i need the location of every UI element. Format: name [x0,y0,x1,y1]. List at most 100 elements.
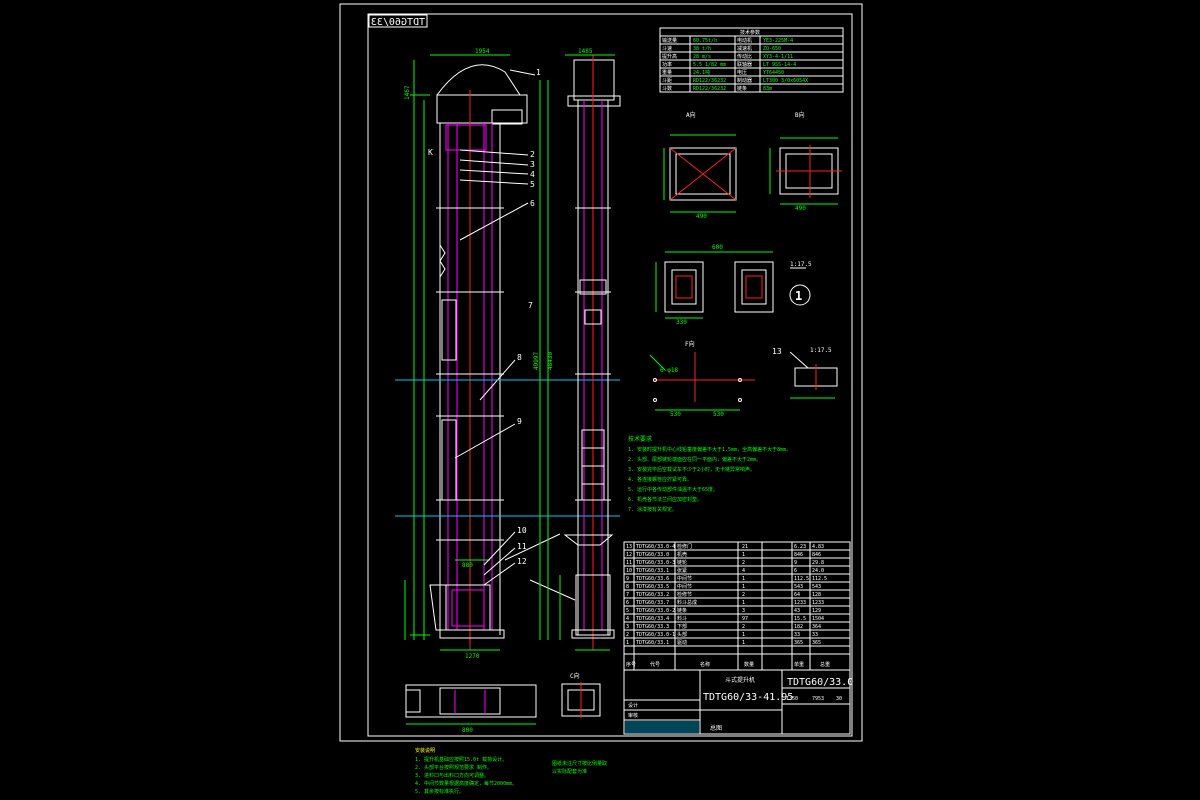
svg-text:XY3-4-1/11: XY3-4-1/11 [763,54,793,60]
part-num-7: 7 [528,301,533,310]
stamp-code: TDTG60/33 [371,17,425,28]
svg-text:中间节: 中间节 [677,583,692,590]
svg-text:2: 2 [742,592,745,598]
svg-text:60.75t/h: 60.75t/h [693,38,717,44]
svg-text:2: 2 [742,624,745,630]
leaders-left [454,69,576,601]
svg-text:1233: 1233 [812,600,824,606]
part-num-6: 6 [530,199,535,208]
svg-text:364: 364 [812,624,821,630]
svg-text:TDTG60/33.3: TDTG60/33.3 [636,624,669,630]
title-company: 斗式提升机 [725,676,755,684]
part-num-2: 2 [530,150,535,159]
svg-text:4: 4 [742,568,745,574]
notes-heading: 技术要求 [628,435,652,443]
svg-text:1: 1 [742,552,745,558]
svg-text:TDTG60/33.2: TDTG60/33.2 [636,592,669,598]
svg-text:传动比: 传动比 [737,53,752,60]
svg-text:TDTG60/33.4: TDTG60/33.4 [636,616,669,622]
svg-text:24.0: 24.0 [812,568,824,574]
bom-table [623,541,851,671]
svg-text:128: 128 [812,592,821,598]
section-views [655,251,811,319]
svg-text:1: 1 [742,576,745,582]
part-num-8: 8 [517,353,522,362]
view-f-label: F向 [685,340,695,348]
svg-text:2: 2 [626,632,629,638]
svg-text:10: 10 [626,568,632,574]
svg-text:1. 安装时提升机中心线铅垂度偏差不大于1.5mm，全高偏差: 1. 安装时提升机中心线铅垂度偏差不大于1.5mm，全高偏差不大于8mm。 [628,446,791,453]
inner-frame [367,13,853,737]
svg-text:链条: 链条 [677,607,687,614]
svg-text:1: 1 [742,640,745,646]
svg-text:TDTG60/33.0-2: TDTG60/33.0-2 [636,608,675,614]
dim-800: 800 [462,727,473,734]
title-main: TDTG60/33-41.95 [703,692,793,703]
title-checker: 审核 [628,712,638,719]
title-weight: 7953 [812,696,824,702]
svg-text:6: 6 [626,600,629,606]
svg-text:电压: 电压 [737,69,747,76]
svg-text:13: 13 [626,544,632,550]
svg-text:ZQ-650: ZQ-650 [763,46,781,52]
svg-text:83m: 83m [763,86,772,92]
svg-text:3: 3 [742,608,745,614]
title-code: TDTG60/33.0 [787,677,853,688]
svg-text:检修门: 检修门 [677,543,692,550]
view-b [769,137,842,205]
svg-text:电动机: 电动机 [737,37,752,44]
scale-label-2: 1:17.5 [810,347,832,354]
dim-1467: 1467 [404,85,411,100]
dim-1270: 1270 [465,653,480,660]
side-elevation [539,54,621,651]
svg-text:TDTG60/33.1: TDTG60/33.1 [636,640,669,646]
title-sheet-name: 总图 [710,724,722,732]
part-num-11: 11 [517,542,527,551]
view-a [663,134,737,213]
svg-text:序号: 序号 [626,661,636,668]
svg-text:链条: 链条 [737,85,747,92]
plan-view [405,682,601,725]
svg-text:单重: 单重 [794,661,804,668]
svg-text:21: 21 [742,544,748,550]
svg-text:TDTG60/33.5: TDTG60/33.5 [636,584,669,590]
part-num-9: 9 [517,417,522,426]
svg-text:5. 其余按标准执行。: 5. 其余按标准执行。 [415,788,464,795]
part-num-5: 5 [530,180,535,189]
svg-text:TDTG60/33.1: TDTG60/33.1 [636,568,669,574]
part-num-10: 10 [517,526,527,535]
svg-text:1. 提升机基础应按照15.0t 载荷设计。: 1. 提升机基础应按照15.0t 载荷设计。 [415,756,507,763]
part-num-3: 3 [530,160,535,169]
svg-text:3. 进料口与出料口方向可调整。: 3. 进料口与出料口方向可调整。 [415,772,489,779]
svg-text:斗速: 斗速 [662,46,672,52]
view-a-label: A向 [686,111,696,119]
svg-text:数量: 数量 [744,661,754,668]
svg-text:链轮: 链轮 [677,559,687,566]
svg-text:1: 1 [742,584,745,590]
svg-text:4. 中间节数量根据高度确定，每节2000mm。: 4. 中间节数量根据高度确定，每节2000mm。 [415,780,517,787]
svg-text:4. 各连接螺栓应拧紧可靠。: 4. 各连接螺栓应拧紧可靠。 [628,476,692,483]
svg-text:头部: 头部 [677,631,687,638]
part-num-13: 13 [772,347,782,356]
param-rows: 输送量 60.75t/h 电动机 YE3-225M-4 斗速 38 t/h 减速… [662,37,808,92]
svg-text:以实际配套为准: 以实际配套为准 [552,768,587,775]
svg-text:1: 1 [742,632,745,638]
svg-text:7: 7 [626,592,629,598]
svg-text:TDTG60/33.0: TDTG60/33.0 [636,552,669,558]
svg-text:112.5: 112.5 [812,576,827,582]
svg-text:4: 4 [626,616,629,622]
svg-text:下部: 下部 [677,623,687,630]
detail-13 [789,351,838,399]
title-designer: 设计 [628,702,638,709]
svg-text:LT300 3/0x6054X: LT300 3/0x6054X [763,78,808,84]
circle-number: 1 [795,289,802,303]
svg-text:张紧: 张紧 [677,567,687,574]
scale-label: 1:17.5 [790,261,812,268]
svg-text:名称: 名称 [700,661,710,668]
svg-text:料斗: 料斗 [677,615,687,622]
section-label-k: K [428,148,433,157]
dim-530-b: 530 [713,411,724,418]
part-num-4: 4 [530,170,535,179]
